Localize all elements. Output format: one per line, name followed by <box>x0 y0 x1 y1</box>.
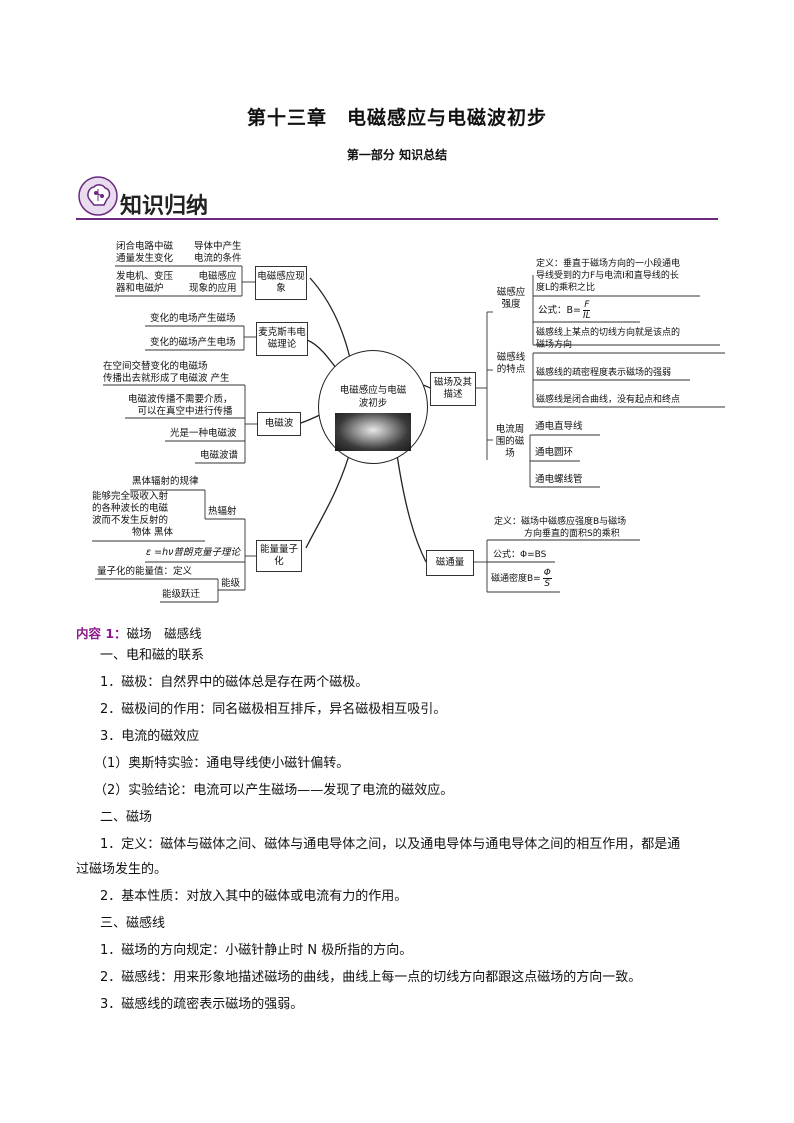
induction-item-3: 发电机、变压器和电磁炉 <box>116 271 174 294</box>
wave-item-2: 电磁波传播不需要介质，可以在真空中进行传播 <box>128 394 233 417</box>
part-title: 第一部分 知识总结 <box>346 148 448 162</box>
blackbody-definition: 能够完全吸收入射 的各种波长的电磁 波而不发生反射的 物体 黑体 <box>92 491 174 538</box>
paragraph-8: 1．磁场的方向规定：小磁针静止时 N 极所指的方向。 <box>100 943 413 958</box>
heading-1: 一、电和磁的联系 <box>100 648 205 663</box>
section-heading: 内容 1：磁场 磁感线 <box>76 626 202 641</box>
paragraph-6a: 1．定义：磁体与磁体之间、磁体与通电导体之间，以及通电导体与通电导体之间的相互作… <box>100 837 681 852</box>
paragraph-2: 2．磁极间的作用：同名磁极相互排斥，异名磁极相互吸引。 <box>100 702 447 717</box>
induction-item-4: 电磁感应现象的应用 <box>189 271 237 294</box>
induction-item-2: 导体中产生电流的条件 <box>194 241 242 264</box>
current-field-label: 电流周围的磁场 <box>495 424 525 459</box>
current-item-2: 通电圆环 <box>535 447 574 458</box>
strength-definition: 定义：垂直于磁场方向的一小段通电 导线受到的力F与电流I和直导线的长 度L的乘积… <box>536 259 681 293</box>
wave-item-3: 光是一种电磁波 <box>170 428 237 439</box>
paragraph-5: （2）实验结论：电流可以产生磁场——发现了电流的磁效应。 <box>94 783 454 798</box>
node-induction: 电磁感应现象 <box>255 266 307 300</box>
maxwell-item-1: 变化的电场产生磁场 <box>150 313 236 324</box>
node-quantum: 能量量子化 <box>256 540 302 572</box>
paragraph-7: 2．基本性质：对放入其中的磁体或电流有力的作用。 <box>100 889 408 904</box>
lines-item-1: 磁感线上某点的切线方向就是该点的磁场方向 <box>536 328 681 350</box>
maxwell-item-2: 变化的磁场产生电场 <box>150 337 236 348</box>
lines-item-3: 磁感线是闭合曲线，没有起点和终点 <box>536 395 681 405</box>
paragraph-3: 3．电流的磁效应 <box>100 729 200 744</box>
paragraph-1: 1．磁极：自然界中的磁体总是存在两个磁极。 <box>100 675 369 690</box>
paragraph-6b: 过磁场发生的。 <box>76 862 168 877</box>
heading-2: 二、磁场 <box>100 810 153 825</box>
paragraph-9: 2．磁感线：用来形象地描述磁场的曲线，曲线上每一点的切线方向都跟这点磁场的方向一… <box>100 970 642 985</box>
heading-3: 三、磁感线 <box>100 916 166 931</box>
chapter-title: 第十三章 电磁感应与电磁波初步 <box>246 107 547 129</box>
node-wave: 电磁波 <box>257 412 301 436</box>
mindmap-center: 电磁感应与电磁波初步 <box>318 350 428 464</box>
energy-level-definition: 量子化的能量值：定义 <box>97 566 193 577</box>
current-item-3: 通电螺线管 <box>535 474 583 485</box>
center-label: 电磁感应与电磁波初步 <box>339 385 407 409</box>
flux-definition: 定义：磁场中磁感应强度B与磁场方向垂直的面积S的乘积 <box>494 517 627 539</box>
flux-formula: 公式：Φ=BS <box>493 550 547 560</box>
banner-title: 知识归纳 <box>120 194 209 219</box>
electromagnetic-wave-image <box>335 413 411 451</box>
induction-item-1: 闭合电路中磁通量发生变化 <box>116 241 174 264</box>
current-item-1: 通电直导线 <box>535 421 583 432</box>
blackbody-rule: 黑体辐射的规律 <box>132 476 199 487</box>
brain-icon <box>78 176 118 216</box>
lines-label: 磁感线的特点 <box>496 352 526 375</box>
strength-label: 磁感应强度 <box>496 287 526 310</box>
heat-radiation-label: 热辐射 <box>208 506 237 517</box>
divider <box>76 218 718 220</box>
node-field: 磁场及其描述 <box>430 372 476 406</box>
energy-level-transition: 能级跃迁 <box>162 589 201 600</box>
lines-item-2: 磁感线的疏密程度表示磁场的强弱 <box>536 368 672 378</box>
paragraph-10: 3．磁感线的疏密表示磁场的强弱。 <box>100 997 304 1012</box>
wave-item-1: 在空间交替变化的电磁场传播出去就形成了电磁波 产生 <box>103 361 230 384</box>
flux-density: 磁通密度B= Φ S <box>491 568 552 589</box>
paragraph-4: （1）奥斯特实验：通电导线使小磁针偏转。 <box>94 756 350 771</box>
node-flux: 磁通量 <box>426 550 474 576</box>
strength-formula: 公式：B= F IL <box>538 300 591 321</box>
planck-theory: ε =hν普朗克量子理论 <box>146 547 240 558</box>
energy-level-label: 能级 <box>221 578 241 589</box>
wave-item-4: 电磁波谱 <box>200 450 239 461</box>
node-maxwell: 麦克斯韦电磁理论 <box>256 322 308 356</box>
